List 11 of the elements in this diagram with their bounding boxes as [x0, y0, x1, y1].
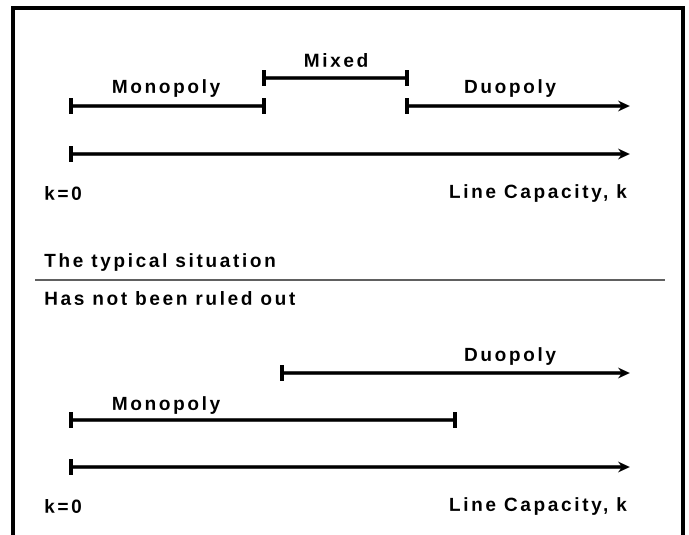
axis-label: k=0: [46, 186, 81, 200]
range-label: Monopoly: [113, 79, 220, 97]
range-label: Mixed: [305, 53, 367, 67]
section-heading: Has not been ruled out: [45, 291, 296, 305]
range-label: Monopoly: [113, 396, 220, 414]
section-heading: The typical situation: [44, 253, 275, 271]
axis-label: Line Capacity, k: [450, 184, 627, 202]
axis-label: k=0: [46, 499, 81, 513]
axis-label: Line Capacity, k: [450, 497, 627, 515]
range-label: Duopoly: [465, 79, 556, 97]
range-label: Duopoly: [465, 347, 556, 365]
